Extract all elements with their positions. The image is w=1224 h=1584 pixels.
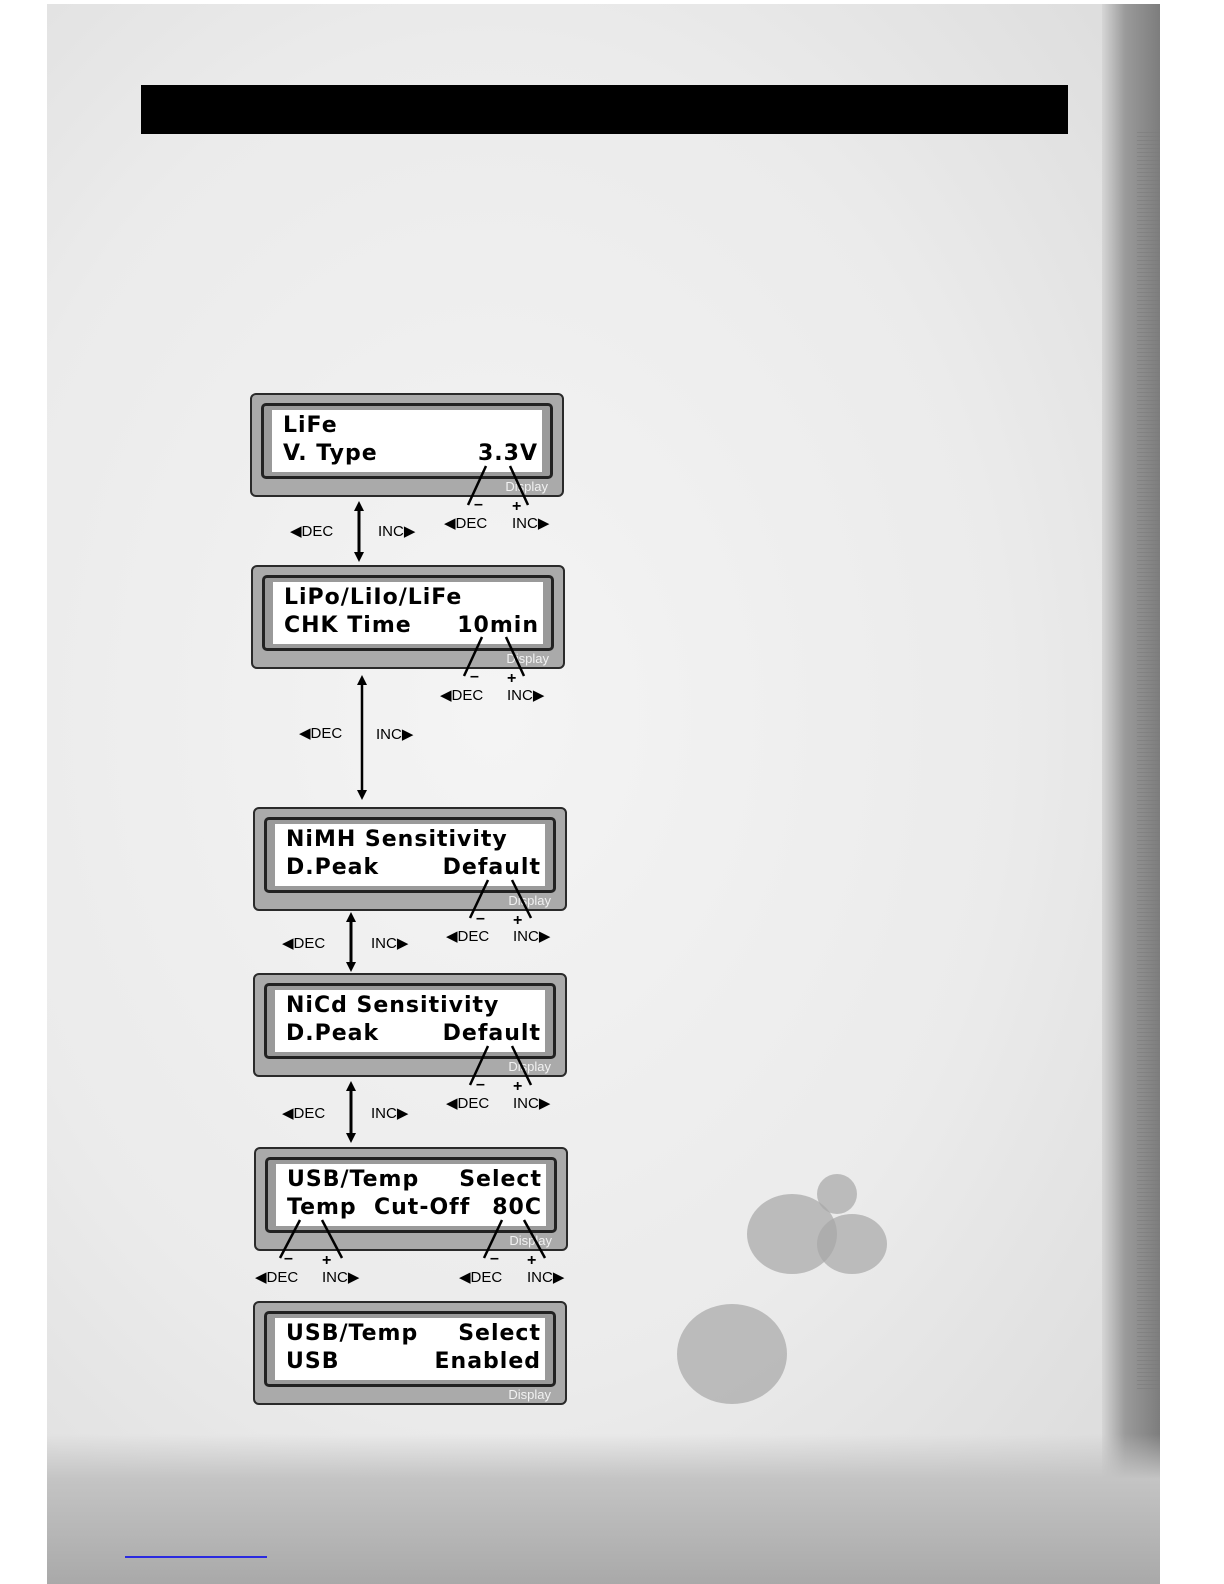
nav-dec-label: ◀DEC bbox=[290, 523, 334, 540]
leader-line bbox=[504, 636, 526, 677]
value-inc-label: INC▶ bbox=[512, 515, 550, 532]
minus-symbol: – bbox=[284, 1250, 293, 1267]
nav-inc-label: INC▶ bbox=[371, 935, 409, 952]
minus-symbol: – bbox=[474, 496, 483, 513]
section-header-bar bbox=[141, 85, 1068, 134]
nav-inc-label: INC▶ bbox=[378, 523, 416, 540]
nav-inc-label: INC▶ bbox=[376, 726, 414, 743]
leader-line bbox=[508, 465, 530, 506]
value-inc-label: INC▶ bbox=[513, 928, 551, 945]
value-dec-label: ◀DEC bbox=[459, 1269, 503, 1286]
lcd-line-1: LiFe bbox=[283, 413, 338, 438]
leader-line bbox=[278, 1219, 302, 1259]
nav-inc-label: INC▶ bbox=[371, 1105, 409, 1122]
display-brand-label: Display bbox=[505, 479, 548, 494]
leader-line bbox=[320, 1219, 344, 1259]
plus-symbol: + bbox=[322, 1252, 332, 1269]
lcd-value: Default bbox=[442, 855, 541, 880]
display-brand-label: Display bbox=[508, 893, 551, 908]
footer-link-underline[interactable] bbox=[125, 1556, 267, 1558]
display-brand-label: Display bbox=[509, 1233, 552, 1248]
page-edge-bottom bbox=[47, 1434, 1160, 1584]
display-brand-label: Display bbox=[508, 1387, 551, 1402]
value-dec-label: ◀DEC bbox=[446, 1095, 490, 1112]
leader-line bbox=[510, 879, 533, 919]
value-inc-label: INC▶ bbox=[507, 687, 545, 704]
value-dec-label: ◀DEC bbox=[255, 1269, 299, 1286]
plus-symbol: + bbox=[507, 670, 517, 687]
nav-dec-label: ◀DEC bbox=[299, 725, 343, 742]
leader-line bbox=[468, 879, 490, 919]
lcd-value: Default bbox=[442, 1021, 541, 1046]
minus-symbol: – bbox=[476, 910, 485, 927]
minus-symbol: – bbox=[470, 668, 479, 685]
lcd-value: 80C bbox=[492, 1195, 542, 1220]
lcd-line-1: NiMH Sensitivity bbox=[286, 827, 508, 852]
leader-line bbox=[466, 465, 488, 506]
lcd-line-1: NiCd Sensitivity bbox=[286, 993, 500, 1018]
ink-splatter bbox=[817, 1174, 857, 1214]
leader-line bbox=[468, 1045, 490, 1086]
value-inc-label: INC▶ bbox=[527, 1269, 565, 1286]
value-dec-label: ◀DEC bbox=[440, 687, 484, 704]
value-dec-label: ◀DEC bbox=[446, 928, 490, 945]
value-dec-label: ◀DEC bbox=[444, 515, 488, 532]
lcd-value: 3.3V bbox=[478, 441, 538, 466]
value-inc-label: INC▶ bbox=[513, 1095, 551, 1112]
minus-symbol: – bbox=[476, 1076, 485, 1093]
nav-dec-label: ◀DEC bbox=[282, 1105, 326, 1122]
minus-symbol: – bbox=[490, 1250, 499, 1267]
lcd-value: 10min bbox=[457, 613, 539, 638]
manual-page bbox=[47, 4, 1160, 1584]
lcd-line-1: LiPo/LiIo/LiFe bbox=[284, 585, 463, 610]
plus-symbol: + bbox=[527, 1252, 537, 1269]
value-inc-label: INC▶ bbox=[322, 1269, 360, 1286]
ink-splatter bbox=[677, 1304, 787, 1404]
leader-line bbox=[510, 1045, 533, 1086]
plus-symbol: + bbox=[512, 498, 522, 515]
ruler-marks bbox=[1137, 132, 1160, 1392]
plus-symbol: + bbox=[513, 1078, 523, 1095]
ink-splatter bbox=[817, 1214, 887, 1274]
leader-line bbox=[462, 636, 484, 677]
lcd-value: Enabled bbox=[434, 1349, 541, 1374]
nav-dec-label: ◀DEC bbox=[282, 935, 326, 952]
leader-line bbox=[482, 1219, 504, 1259]
leader-line bbox=[522, 1219, 547, 1259]
plus-symbol: + bbox=[513, 912, 523, 929]
